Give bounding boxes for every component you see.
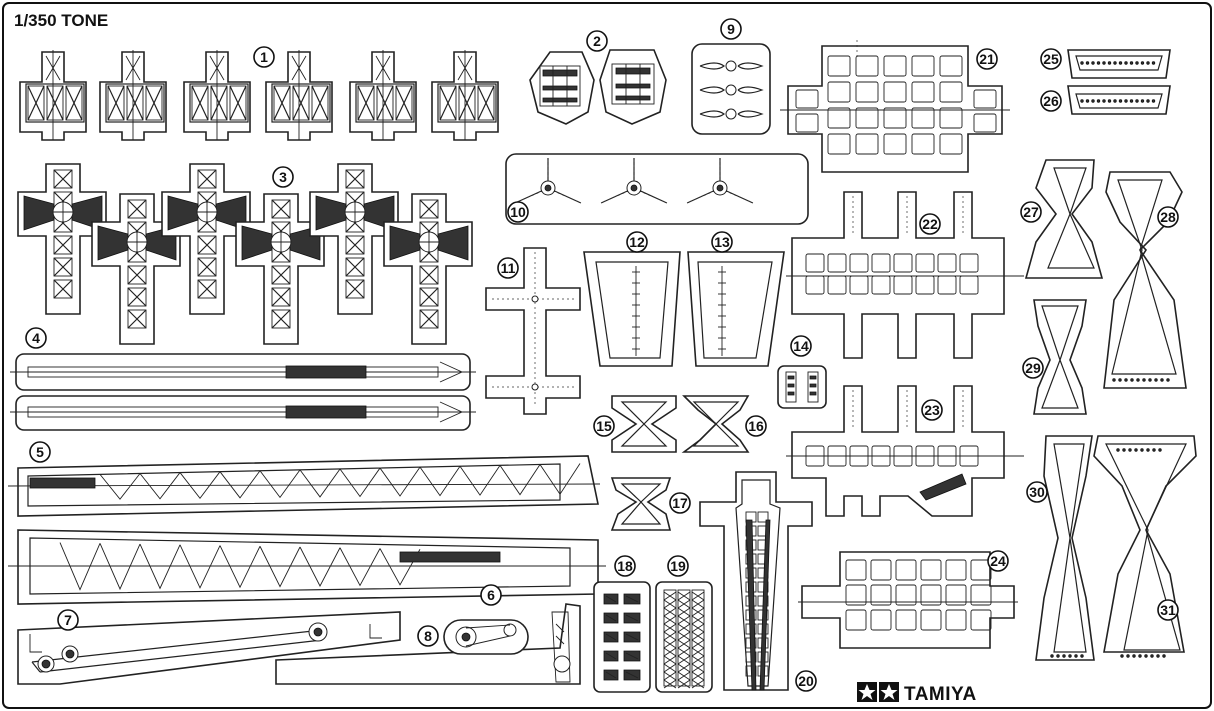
part-number-2: 2: [586, 30, 608, 52]
part-number-12: 12: [626, 231, 648, 253]
part-number-label: 9: [727, 21, 735, 37]
part-number-14: 14: [790, 335, 812, 357]
part-number-8: 8: [417, 625, 439, 647]
part-number-label: 3: [279, 169, 287, 185]
part-number-label: 21: [979, 51, 995, 67]
part-number-label: 19: [670, 558, 686, 574]
part-6-8-group: [443, 619, 529, 655]
part-number-6: 6: [480, 584, 502, 606]
part-24-group: [798, 551, 1018, 649]
part-number-label: 7: [64, 612, 72, 628]
part-20-group: [699, 471, 813, 691]
part-number-label: 31: [1160, 602, 1176, 618]
part-9-group: [691, 43, 771, 135]
part-number-label: 13: [714, 234, 730, 250]
part-number-label: 23: [924, 402, 940, 418]
sheet-title: 1/350 TONE: [14, 11, 108, 30]
tamiya-logo: TAMIYA: [857, 682, 977, 705]
part-number-label: 25: [1043, 51, 1059, 67]
part-number-26: 26: [1040, 90, 1062, 112]
part-number-1: 1: [253, 46, 275, 68]
part-22-group: [786, 191, 1024, 359]
part-21-group: [780, 40, 1010, 173]
part-number-label: 24: [990, 553, 1006, 569]
part-number-label: 28: [1160, 209, 1176, 225]
part-4-group: [10, 353, 476, 431]
part-number-7: 7: [57, 609, 79, 631]
part-number-9: 9: [720, 18, 742, 40]
part-number-4: 4: [25, 327, 47, 349]
part-number-5: 5: [29, 441, 51, 463]
part-number-label: 6: [487, 587, 495, 603]
part-number-11: 11: [497, 257, 519, 279]
part-3-group: [17, 163, 473, 345]
part-number-label: 16: [748, 418, 764, 434]
part-number-10: 10: [507, 201, 529, 223]
part-18-19-group: [593, 581, 713, 693]
part-number-15: 15: [593, 415, 615, 437]
part-14-17-group: [610, 365, 827, 531]
part-number-label: 27: [1023, 204, 1039, 220]
part-number-16: 16: [745, 415, 767, 437]
part-1-group: [19, 50, 499, 141]
tamiya-star-logo-icon: [857, 682, 899, 702]
part-number-label: 4: [32, 330, 40, 346]
part-number-label: 11: [501, 260, 516, 276]
part-number-28: 28: [1157, 206, 1179, 228]
part-number-13: 13: [711, 231, 733, 253]
part-number-label: 14: [793, 338, 809, 354]
part-2-group: [529, 49, 667, 125]
part-number-label: 17: [672, 495, 688, 511]
part-number-label: 26: [1043, 93, 1059, 109]
part-12-13-group: [583, 251, 785, 367]
part-number-22: 22: [919, 213, 941, 235]
part-number-label: 22: [922, 216, 938, 232]
part-number-20: 20: [795, 670, 817, 692]
part-number-label: 10: [510, 204, 526, 220]
part-27-31-group: [1024, 159, 1197, 661]
part-25-26-group: [1067, 49, 1171, 115]
part-number-label: 15: [596, 418, 612, 434]
part-number-31: 31: [1157, 599, 1179, 621]
part-number-23: 23: [921, 399, 943, 421]
part-number-label: 2: [593, 33, 601, 49]
part-number-30: 30: [1026, 481, 1048, 503]
part-number-label: 1: [260, 49, 268, 65]
part-number-label: 20: [798, 673, 814, 689]
part-number-19: 19: [667, 555, 689, 577]
part-number-21: 21: [976, 48, 998, 70]
brand-name: TAMIYA: [904, 684, 977, 705]
part-number-24: 24: [987, 550, 1009, 572]
part-number-29: 29: [1022, 357, 1044, 379]
part-number-label: 18: [617, 558, 633, 574]
part-number-27: 27: [1020, 201, 1042, 223]
part-number-label: 5: [36, 444, 44, 460]
part-number-label: 8: [424, 628, 432, 644]
part-number-25: 25: [1040, 48, 1062, 70]
part-7-group: [17, 603, 581, 685]
part-23-group: [786, 385, 1024, 517]
part-number-label: 30: [1029, 484, 1045, 500]
part-number-18: 18: [614, 555, 636, 577]
part-number-17: 17: [669, 492, 691, 514]
part-10-group: [505, 153, 809, 225]
part-number-label: 29: [1025, 360, 1041, 376]
part-number-3: 3: [272, 166, 294, 188]
part-5-group: [7, 455, 606, 605]
part-number-label: 12: [629, 234, 645, 250]
part-11-group: [485, 247, 581, 415]
